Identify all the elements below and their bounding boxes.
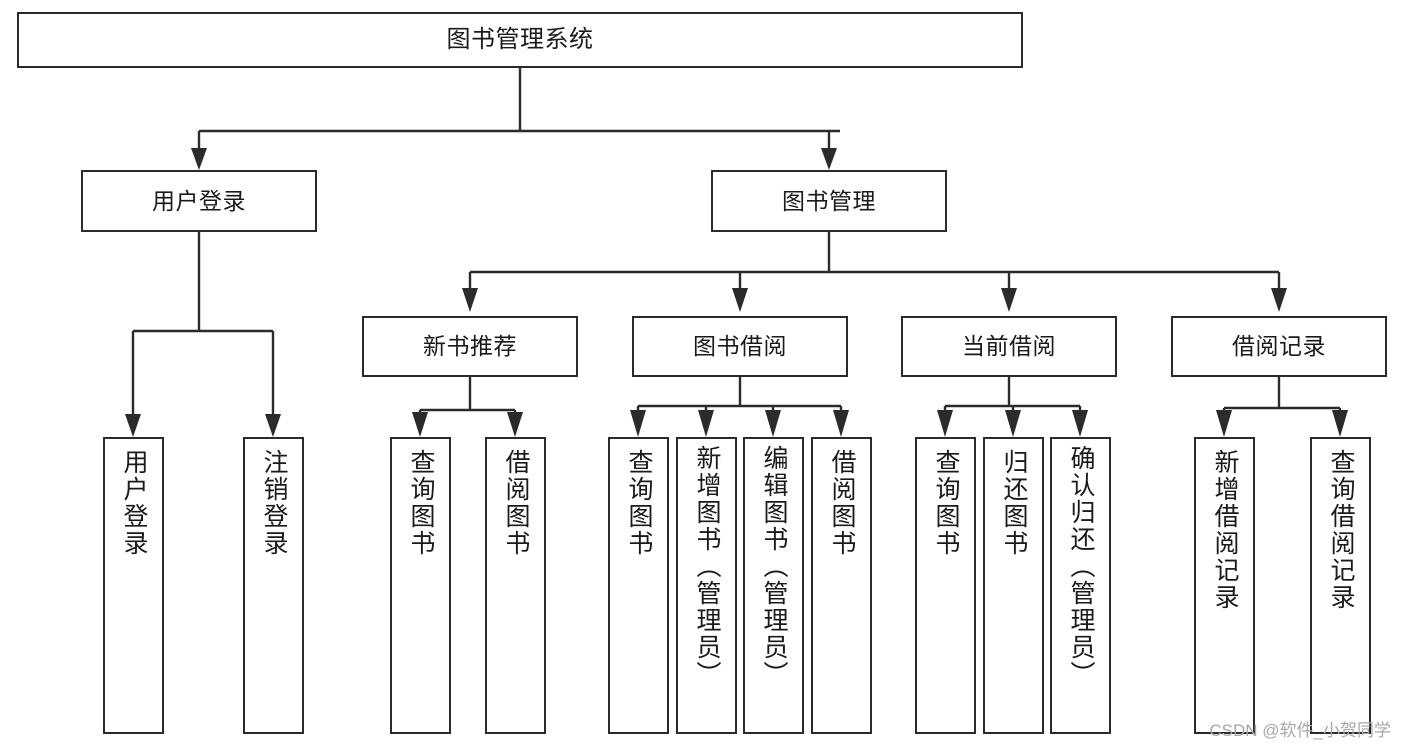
leaf-borrow-borrow-book[interactable]: 借阅图书: [811, 437, 872, 734]
node-borrow-record[interactable]: 借阅记录: [1171, 316, 1387, 377]
arrowhead-current-l1: [937, 410, 953, 437]
leaf-newbook-query-book-label: 查询图书: [407, 449, 435, 557]
node-book-management-label: 图书管理: [782, 187, 876, 214]
leaf-current-confirm-return-admin-label: 确认归还（管理员）: [1067, 445, 1095, 688]
arrowhead-book-mgmt: [821, 148, 837, 170]
node-new-book-recommend-label: 新书推荐: [423, 333, 517, 360]
leaf-record-query-record[interactable]: 查询借阅记录: [1310, 437, 1371, 734]
arrowhead-current-borrow: [1001, 288, 1017, 312]
leaf-user-login-label: 用户登录: [120, 449, 148, 557]
node-book-borrow-label: 图书借阅: [693, 333, 787, 360]
leaf-borrow-add-book-admin[interactable]: 新增图书（管理员）: [676, 437, 737, 734]
leaf-record-query-record-label: 查询借阅记录: [1327, 449, 1355, 611]
arrowhead-borrow-record: [1271, 288, 1287, 312]
leaf-record-add-record[interactable]: 新增借阅记录: [1194, 437, 1255, 734]
leaf-record-add-record-label: 新增借阅记录: [1211, 449, 1239, 611]
leaf-current-confirm-return-admin[interactable]: 确认归还（管理员）: [1050, 437, 1111, 734]
leaf-borrow-borrow-book-label: 借阅图书: [828, 449, 856, 557]
node-root[interactable]: 图书管理系统: [17, 12, 1023, 68]
leaf-newbook-borrow-book[interactable]: 借阅图书: [485, 437, 546, 734]
arrowhead-borrow-l4: [833, 410, 849, 437]
arrowhead-record-l2: [1332, 410, 1348, 437]
leaf-logout-label: 注销登录: [260, 449, 288, 557]
node-root-label: 图书管理系统: [446, 26, 594, 54]
leaf-newbook-query-book[interactable]: 查询图书: [390, 437, 451, 734]
leaf-user-login[interactable]: 用户登录: [103, 437, 164, 734]
leaf-current-query-book[interactable]: 查询图书: [915, 437, 976, 734]
arrowhead-user-leaf1: [125, 414, 141, 437]
arrowhead-newbook-l1: [412, 412, 428, 437]
leaf-logout[interactable]: 注销登录: [243, 437, 304, 734]
arrowhead-borrow-l3: [765, 410, 781, 437]
node-borrow-record-label: 借阅记录: [1232, 333, 1326, 360]
arrowhead-current-l3: [1072, 410, 1088, 437]
leaf-borrow-query-book-label: 查询图书: [625, 449, 653, 557]
leaf-newbook-borrow-book-label: 借阅图书: [502, 449, 530, 557]
arrowhead-user-login: [191, 148, 207, 170]
node-user-login-label: 用户登录: [152, 187, 246, 214]
node-new-book-recommend[interactable]: 新书推荐: [362, 316, 578, 377]
leaf-current-return-book[interactable]: 归还图书: [983, 437, 1044, 734]
arrowhead-current-l2: [1005, 410, 1021, 437]
node-book-management[interactable]: 图书管理: [711, 170, 947, 232]
watermark: CSDN @软件_小贺同学: [1209, 721, 1391, 740]
leaf-borrow-edit-book-admin[interactable]: 编辑图书（管理员）: [743, 437, 804, 734]
arrowhead-newbook-l2: [507, 412, 523, 437]
arrowhead-book-borrow: [732, 288, 748, 312]
arrowhead-borrow-l2: [698, 410, 714, 437]
leaf-borrow-add-book-admin-label: 新增图书（管理员）: [693, 445, 721, 688]
arrowhead-new-book: [462, 288, 478, 312]
arrowhead-record-l1: [1216, 410, 1232, 437]
leaf-current-query-book-label: 查询图书: [932, 449, 960, 557]
arrowhead-user-leaf2: [265, 414, 281, 437]
leaf-current-return-book-label: 归还图书: [1000, 449, 1028, 557]
leaf-borrow-query-book[interactable]: 查询图书: [608, 437, 669, 734]
node-book-borrow[interactable]: 图书借阅: [632, 316, 848, 377]
node-user-login[interactable]: 用户登录: [81, 170, 317, 232]
arrowhead-borrow-l1: [630, 410, 646, 437]
node-current-borrow[interactable]: 当前借阅: [901, 316, 1117, 377]
node-current-borrow-label: 当前借阅: [962, 333, 1056, 360]
leaf-borrow-edit-book-admin-label: 编辑图书（管理员）: [760, 445, 788, 688]
